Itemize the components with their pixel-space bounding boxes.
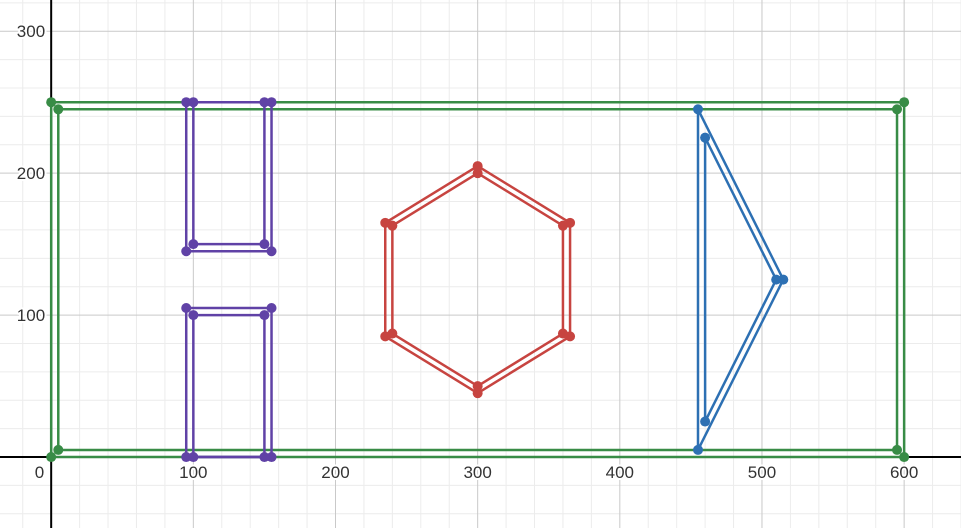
series-3-point[interactable] [259, 239, 270, 250]
y-tick-label: 300 [17, 22, 45, 41]
series-3-point[interactable] [188, 97, 199, 108]
x-tick-label: 500 [748, 463, 776, 482]
y-tick-label-halo: 200 [17, 164, 45, 183]
x-tick-label: 100 [179, 463, 207, 482]
series-7-point[interactable] [387, 328, 398, 339]
x-tick-label-halo: 100 [179, 463, 207, 482]
series-5-point[interactable] [188, 452, 199, 463]
series-2-point[interactable] [266, 97, 277, 108]
series-2-point[interactable] [266, 246, 277, 257]
series-7-point[interactable] [472, 168, 483, 179]
series-5-point[interactable] [188, 310, 199, 321]
series-6-point[interactable] [472, 388, 483, 399]
series-4-point[interactable] [181, 303, 192, 313]
series-7-point[interactable] [557, 220, 568, 231]
series-8-point[interactable] [693, 104, 704, 115]
series-9-point[interactable] [771, 274, 782, 285]
series-3-point[interactable] [188, 239, 199, 250]
x-tick-label-halo: 300 [463, 463, 491, 482]
series-9-outline[interactable] [703, 136, 778, 423]
series-1-point[interactable] [892, 444, 903, 455]
x-tick-label: 400 [606, 463, 634, 482]
y-tick-label: 200 [17, 164, 45, 183]
x-tick-label: 600 [890, 463, 918, 482]
series-1-point[interactable] [53, 444, 64, 455]
series-8-outline[interactable] [696, 108, 785, 452]
series-0-point[interactable] [899, 452, 910, 463]
series-3-point[interactable] [259, 97, 270, 108]
series-7-point[interactable] [472, 381, 483, 392]
series-4-point[interactable] [266, 303, 277, 313]
series-7-point[interactable] [557, 328, 568, 339]
series-4-point[interactable] [266, 452, 277, 463]
origin-tick-label-halo: 0 [35, 463, 44, 482]
x-tick-label-halo: 400 [606, 463, 634, 482]
series-2-point[interactable] [181, 97, 192, 108]
y-tick-label: 100 [17, 306, 45, 325]
x-tick-label-halo: 500 [748, 463, 776, 482]
plotted-shapes[interactable] [46, 97, 910, 463]
series-6-point[interactable] [472, 161, 483, 172]
series-0-point[interactable] [46, 97, 57, 108]
x-tick-label-halo: 200 [321, 463, 349, 482]
x-tick-label: 200 [321, 463, 349, 482]
series-0-point[interactable] [899, 97, 910, 108]
series-5-point[interactable] [259, 452, 270, 463]
origin-tick-label: 0 [35, 463, 44, 482]
x-tick-label-halo: 600 [890, 463, 918, 482]
y-tick-label-halo: 300 [17, 22, 45, 41]
series-8-point[interactable] [693, 444, 704, 455]
series-8-point[interactable] [778, 274, 789, 285]
y-tick-label-halo: 100 [17, 306, 45, 325]
series-1-point[interactable] [892, 104, 903, 115]
series-9-point[interactable] [700, 132, 711, 143]
series-1-point[interactable] [53, 104, 64, 115]
series-5-point[interactable] [259, 310, 270, 321]
series-2-point[interactable] [181, 246, 192, 257]
series-0-point[interactable] [46, 452, 57, 463]
series-7-point[interactable] [387, 220, 398, 231]
series-4-point[interactable] [181, 452, 192, 463]
x-tick-label: 300 [463, 463, 491, 482]
series-9-point[interactable] [700, 416, 711, 427]
